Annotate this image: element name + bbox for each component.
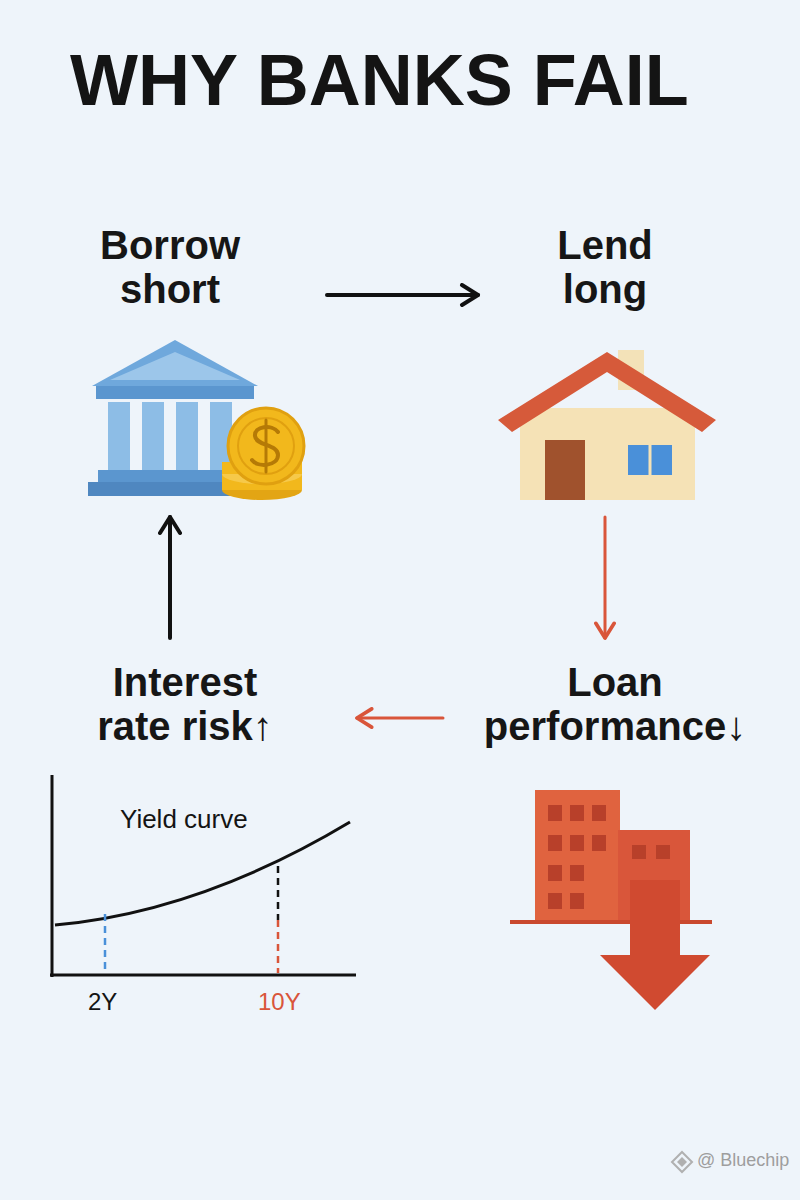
yield-curve-chart — [277, 920, 280, 973]
step-label: Interest rate risk↑ — [75, 660, 295, 748]
building-icon — [632, 845, 646, 859]
house-icon — [498, 350, 716, 500]
house-icon — [520, 408, 695, 500]
building-icon — [656, 845, 670, 859]
step-label: Borrow short — [70, 223, 270, 311]
house-icon — [545, 440, 585, 500]
bank-icon — [108, 402, 130, 470]
flow-arrow — [168, 517, 172, 638]
bank-icon — [96, 386, 254, 399]
title: WHY BANKS FAIL — [70, 44, 689, 116]
house-icon — [628, 445, 672, 475]
axis-tick: 2Y — [88, 988, 117, 1016]
coin-stack — [238, 418, 294, 474]
building-icon — [570, 893, 584, 909]
building-icon — [570, 835, 584, 851]
watermark: @ Bluechip — [697, 1150, 789, 1171]
step-node: Borrow short — [55, 215, 315, 505]
building-icon — [548, 805, 562, 821]
flow-arrow — [357, 717, 443, 720]
yield-curve-chart — [51, 775, 54, 977]
building-icon — [600, 955, 710, 1010]
building-icon — [510, 920, 712, 924]
coin-stack — [265, 420, 268, 472]
yield-curve-chart — [277, 866, 280, 920]
yield-curve-chart — [50, 775, 356, 977]
building-icon — [570, 805, 584, 821]
yield-curve-chart — [50, 974, 356, 977]
building-icon — [548, 893, 562, 909]
step-label: Lend long — [520, 223, 690, 311]
axis-tick: 10Y — [258, 988, 301, 1016]
house-icon — [498, 352, 716, 432]
watermark-logo — [677, 1157, 687, 1167]
watermark-logo — [672, 1152, 692, 1172]
watermark-logo — [672, 1152, 692, 1172]
yield-curve-chart — [55, 822, 350, 925]
building-icon — [548, 835, 562, 851]
building-icon — [548, 865, 562, 881]
step-label: Loan performance↓ — [455, 660, 775, 748]
coin-stack — [228, 408, 304, 484]
yield-curve-chart — [104, 914, 107, 973]
step-node: Loan performance↓ — [455, 650, 790, 1015]
flow-arrow — [604, 517, 607, 638]
flow-arrow — [327, 293, 478, 297]
building-icon — [510, 790, 712, 1010]
building-icon — [535, 790, 620, 922]
bank-icon — [92, 340, 258, 386]
coin-stack — [222, 408, 304, 500]
chart-title: Yield curve — [120, 805, 248, 835]
building-icon — [592, 805, 606, 821]
bank-icon — [142, 402, 164, 470]
building-icon — [592, 835, 606, 851]
step-node: Lend long — [490, 215, 720, 505]
bank-icon — [110, 352, 240, 380]
building-icon — [630, 880, 680, 958]
building-icon — [570, 865, 584, 881]
bank-icon — [176, 402, 198, 470]
house-icon — [649, 445, 652, 475]
